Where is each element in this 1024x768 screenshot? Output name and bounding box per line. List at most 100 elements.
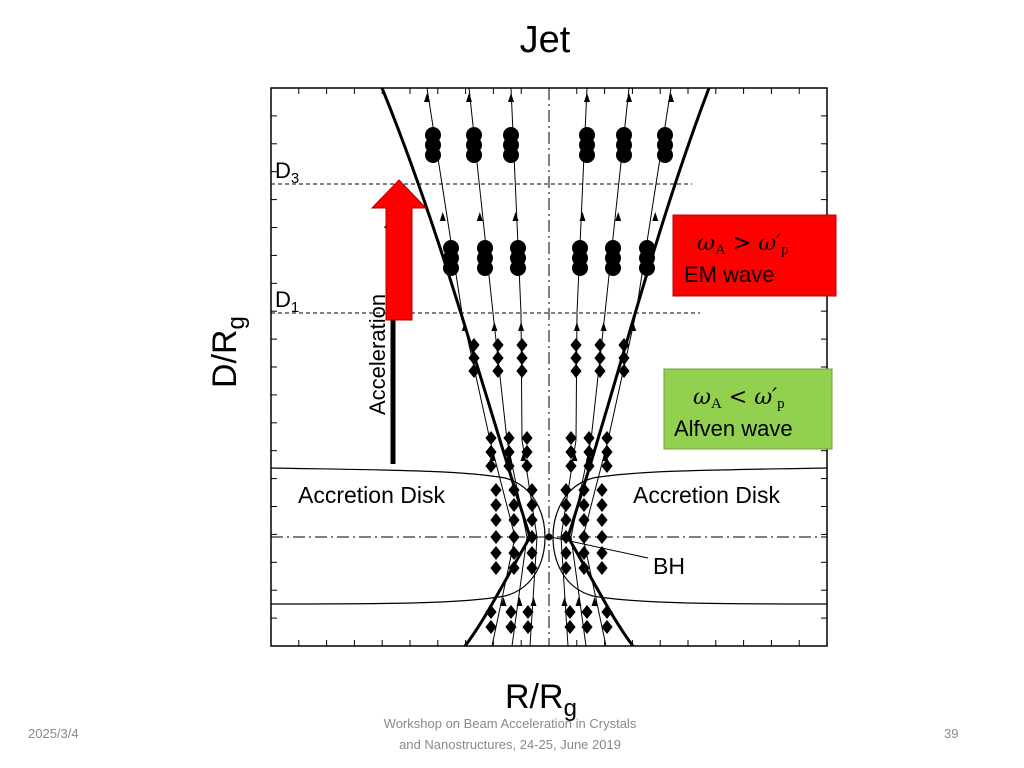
plasma-diamond — [565, 431, 577, 445]
plasma-diamond — [505, 620, 517, 634]
plasma-diamond — [503, 431, 515, 445]
plasma-diamond — [560, 498, 572, 512]
field-arrow — [518, 322, 525, 331]
plasma-diamond — [570, 338, 582, 352]
plasma-circle — [510, 260, 526, 276]
plasma-diamond — [601, 620, 613, 634]
plasma-diamond — [490, 546, 502, 560]
field-arrow — [652, 212, 659, 221]
black-hole-dot — [545, 533, 553, 541]
field-arrow — [561, 597, 568, 606]
plasma-diamond — [601, 445, 613, 459]
plasma-diamond — [581, 605, 593, 619]
plasma-diamond — [521, 445, 533, 459]
plasma-diamond — [516, 338, 528, 352]
field-arrow — [626, 93, 632, 102]
plasma-diamond — [503, 445, 515, 459]
field-arrow — [573, 322, 580, 331]
plasma-diamond — [618, 364, 630, 378]
plasma-diamond — [583, 459, 595, 473]
plasma-diamond — [564, 620, 576, 634]
field-arrow — [461, 322, 468, 331]
field-arrow — [668, 93, 674, 102]
plasma-diamond — [578, 498, 590, 512]
em-wave-label: EM wave — [684, 262, 774, 287]
plasma-diamond — [492, 351, 504, 365]
plasma-circle — [477, 260, 493, 276]
plasma-circle — [425, 147, 441, 163]
plasma-diamond — [601, 605, 613, 619]
plasma-diamond — [521, 431, 533, 445]
field-arrow — [508, 93, 514, 102]
plasma-diamond — [526, 483, 538, 497]
field-arrow — [571, 452, 578, 461]
plasma-diamond — [560, 546, 572, 560]
plasma-diamond — [594, 351, 606, 365]
alfven-wave-label: Alfven wave — [674, 416, 793, 441]
bh-pointer-line — [550, 536, 649, 559]
field-arrow — [500, 597, 507, 606]
plasma-circle — [605, 260, 621, 276]
plasma-diamond — [596, 483, 608, 497]
plasma-diamond — [485, 431, 497, 445]
accretion-disk-label-right: Accretion Disk — [633, 482, 780, 508]
plasma-diamond — [485, 620, 497, 634]
plasma-diamond — [526, 561, 538, 575]
y-axis-label: D/Rg — [206, 316, 250, 388]
field-arrow — [530, 597, 537, 606]
footer-page-number: 39 — [944, 726, 959, 741]
plasma-diamond — [485, 459, 497, 473]
plasma-diamond — [570, 364, 582, 378]
field-arrow — [584, 93, 590, 102]
plasma-diamond — [560, 561, 572, 575]
plasma-diamond — [508, 530, 520, 544]
plasma-diamond — [601, 459, 613, 473]
plasma-diamond — [578, 561, 590, 575]
plasma-diamond — [618, 338, 630, 352]
field-arrow — [512, 212, 519, 221]
plasma-diamond — [596, 513, 608, 527]
plasma-diamond — [601, 431, 613, 445]
plasma-diamond — [490, 513, 502, 527]
field-arrow — [516, 597, 523, 606]
plasma-diamond — [468, 338, 480, 352]
red-arrow — [370, 179, 428, 321]
plasma-diamond — [526, 530, 538, 544]
plasma-diamond — [521, 459, 533, 473]
alfven-wave-condition: ωA < ω′p — [693, 385, 785, 412]
plasma-circle — [503, 147, 519, 163]
plasma-diamond — [492, 364, 504, 378]
em-wave-box — [672, 214, 837, 297]
plasma-diamond — [490, 561, 502, 575]
plasma-circle — [466, 147, 482, 163]
plasma-diamond — [522, 605, 534, 619]
plasma-circle — [657, 147, 673, 163]
plasma-diamond — [564, 605, 576, 619]
field-arrow — [439, 212, 446, 221]
plasma-diamond — [594, 338, 606, 352]
acceleration-label: Acceleration — [365, 294, 390, 415]
plasma-diamond — [578, 546, 590, 560]
field-arrow — [615, 212, 622, 221]
plasma-diamond — [490, 530, 502, 544]
plasma-diamond — [492, 338, 504, 352]
plasma-diamond — [578, 513, 590, 527]
plasma-diamond — [578, 483, 590, 497]
footer-line-1: Workshop on Beam Acceleration in Crystal… — [383, 716, 637, 731]
plasma-diamond — [565, 445, 577, 459]
bh-label: BH — [653, 553, 685, 579]
field-arrow — [520, 452, 527, 461]
slide-title: Jet — [520, 19, 571, 61]
plasma-diamond — [596, 561, 608, 575]
field-line — [570, 87, 630, 647]
field-arrow — [579, 212, 586, 221]
plasma-diamond — [581, 620, 593, 634]
footer-date: 2025/3/4 — [28, 726, 79, 741]
plasma-diamond — [505, 605, 517, 619]
plasma-diamond — [560, 513, 572, 527]
field-arrow — [476, 212, 483, 221]
disk-outline-left — [270, 467, 546, 605]
field-arrow — [491, 322, 498, 331]
plasma-diamond — [596, 546, 608, 560]
